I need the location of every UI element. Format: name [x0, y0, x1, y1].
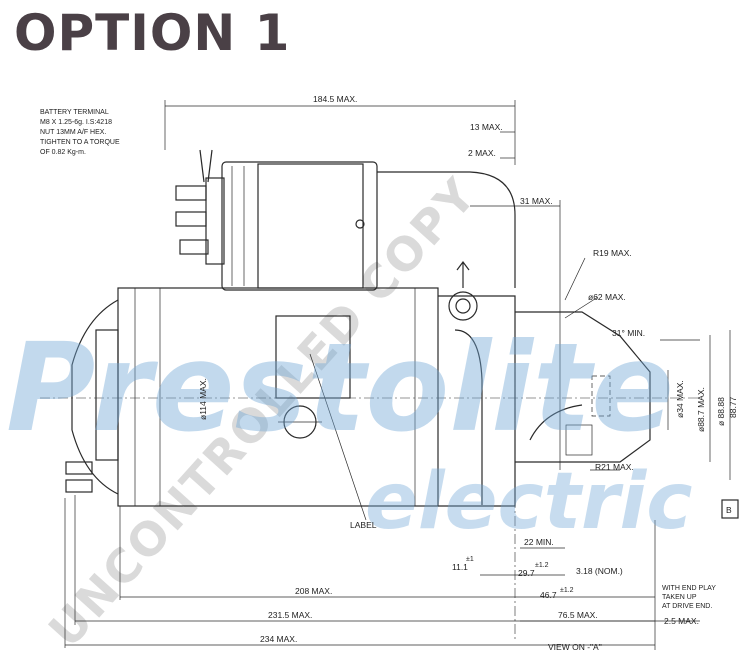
page-title: OPTION 1: [14, 4, 291, 62]
dim-angle31: 31° MIN.: [612, 328, 645, 338]
dim-phi34: ø34 MAX.: [675, 380, 685, 418]
dim-11-1-tol: ±1: [466, 556, 474, 563]
battery-terminal-note: BATTERY TERMINAL M8 X 1.25-6g. I.S:4218 …: [40, 109, 120, 156]
dim-phi88-88: ø 88.88: [716, 397, 726, 426]
dim-3-18: 3.18 (NOM.): [576, 566, 623, 576]
dim-2: 2 MAX.: [468, 148, 496, 158]
datum-box-b: B: [726, 505, 732, 515]
dim-88-77: 88.77: [728, 396, 738, 418]
dim-29-7-tol: ±1.2: [535, 562, 549, 569]
end-play-note: TAKEN UP: [662, 594, 697, 601]
dim-29-7: 29.7: [518, 568, 535, 578]
dim-phi88-7: ø88.7 MAX.: [696, 387, 706, 432]
dim-208: 208 MAX.: [295, 586, 332, 596]
watermark-sub: electric: [365, 457, 693, 547]
note-line: OF 0.82 Kg-m.: [40, 149, 86, 156]
dim-r19: R19 MAX.: [593, 248, 632, 258]
dim-r21: R21 MAX.: [595, 462, 634, 472]
drive-end: [40, 261, 700, 640]
note-line: M8 X 1.25-6g. I.S:4218: [40, 119, 112, 126]
dim-234: 234 MAX.: [260, 634, 297, 644]
label-callout: LABEL: [350, 520, 377, 530]
dim-231-5: 231.5 MAX.: [268, 610, 312, 620]
dim-2-5: 2.5 MAX.: [664, 616, 699, 626]
dim-31: 31 MAX.: [520, 196, 553, 206]
dimension-lines: [64, 100, 739, 650]
end-play-note: WITH END PLAY: [662, 585, 716, 592]
dim-46-7-tol: ±1.2: [560, 587, 574, 594]
watermark-logo: Prestolite: [6, 317, 674, 459]
dim-22: 22 MIN.: [524, 537, 554, 547]
motor-body: [65, 287, 439, 521]
dim-184-5: 184.5 MAX.: [313, 94, 357, 104]
note-line: BATTERY TERMINAL: [40, 109, 109, 116]
note-line: TIGHTEN TO A TORQUE: [40, 139, 120, 146]
dim-phi114: ø114 MAX.: [198, 378, 208, 420]
dim-11-1: 11.1: [452, 562, 468, 572]
dim-76-5: 76.5 MAX.: [558, 610, 598, 620]
view-on-a: VIEW ON -"A": [548, 642, 602, 652]
note-line: NUT 13MM A/F HEX.: [40, 129, 106, 136]
dim-13: 13 MAX.: [470, 122, 503, 132]
end-play-note: AT DRIVE END.: [662, 603, 712, 610]
dim-phi62: ø62 MAX.: [588, 292, 626, 302]
dim-46-7: 46.7: [540, 590, 557, 600]
